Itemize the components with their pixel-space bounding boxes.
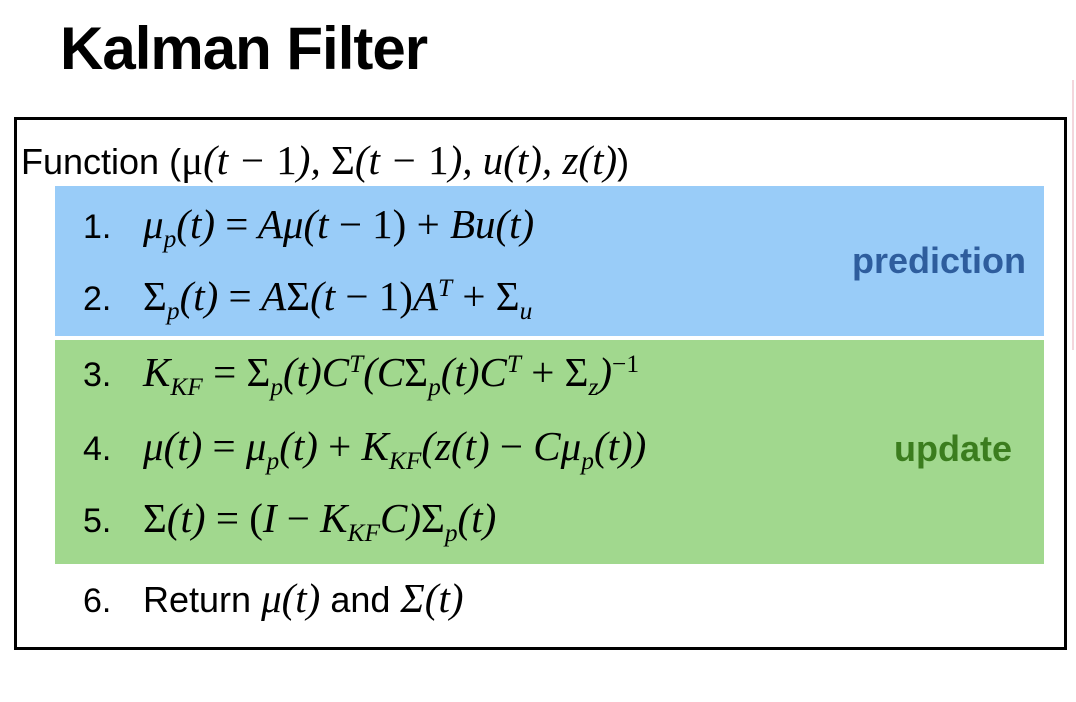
step-1: 1. μp(t) = Aμ(t − 1) + Bu(t) (83, 200, 535, 253)
step-5-equation: Σ(t) = (I − KKFC)Σp(t) (143, 495, 497, 547)
function-header: Function (μ(t − 1), Σ(t − 1), u(t), z(t)… (21, 136, 629, 184)
update-label: update (893, 428, 1012, 469)
step-1-equation: μp(t) = Aμ(t − 1) + Bu(t) (143, 201, 535, 253)
step-6: 6. Return μ(t) and Σ(t) (83, 574, 463, 622)
step-number: 6. (83, 582, 112, 620)
step-6-mu: μ(t) (261, 575, 321, 621)
function-args: μ(t − 1), Σ(t − 1), u(t), z(t) (181, 137, 618, 183)
step-3-equation: KKF = Σp(t)CT(CΣp(t)CT + Σz)−1 (143, 349, 640, 401)
function-suffix: ) (617, 141, 630, 182)
step-6-and: and (320, 579, 401, 620)
step-number: 2. (83, 280, 112, 318)
step-3: 3. KKF = Σp(t)CT(CΣp(t)CT + Σz)−1 (83, 348, 640, 401)
step-number: 4. (83, 430, 112, 468)
step-number: 3. (83, 356, 112, 394)
edge-divider (1072, 80, 1074, 350)
step-4-equation: μ(t) = μp(t) + KKF(z(t) − Cμp(t)) (143, 423, 647, 475)
step-number: 1. (83, 208, 112, 246)
algorithm-box: Function (μ(t − 1), Σ(t − 1), u(t), z(t)… (14, 117, 1067, 650)
step-6-sigma: Σ(t) (400, 575, 464, 621)
step-4: 4. μ(t) = μp(t) + KKF(z(t) − Cμp(t)) (83, 422, 647, 475)
step-6-prefix: Return (143, 579, 262, 620)
prediction-band: prediction 1. μp(t) = Aμ(t − 1) + Bu(t) 2… (55, 186, 1044, 336)
function-prefix: Function ( (21, 141, 182, 182)
step-number: 5. (83, 502, 112, 540)
prediction-label: prediction (851, 240, 1026, 281)
step-5: 5. Σ(t) = (I − KKFC)Σp(t) (83, 494, 497, 547)
update-band: update 3.KKF = Σp(t)CT(CΣp(t)CT + Σz)−1 … (55, 340, 1044, 564)
step-2: 2. Σp(t) = AΣ(t − 1)AT + Σu (83, 272, 533, 325)
step-2-equation: Σp(t) = AΣ(t − 1)AT + Σu (143, 273, 533, 325)
page-title: Kalman Filter (60, 15, 428, 82)
